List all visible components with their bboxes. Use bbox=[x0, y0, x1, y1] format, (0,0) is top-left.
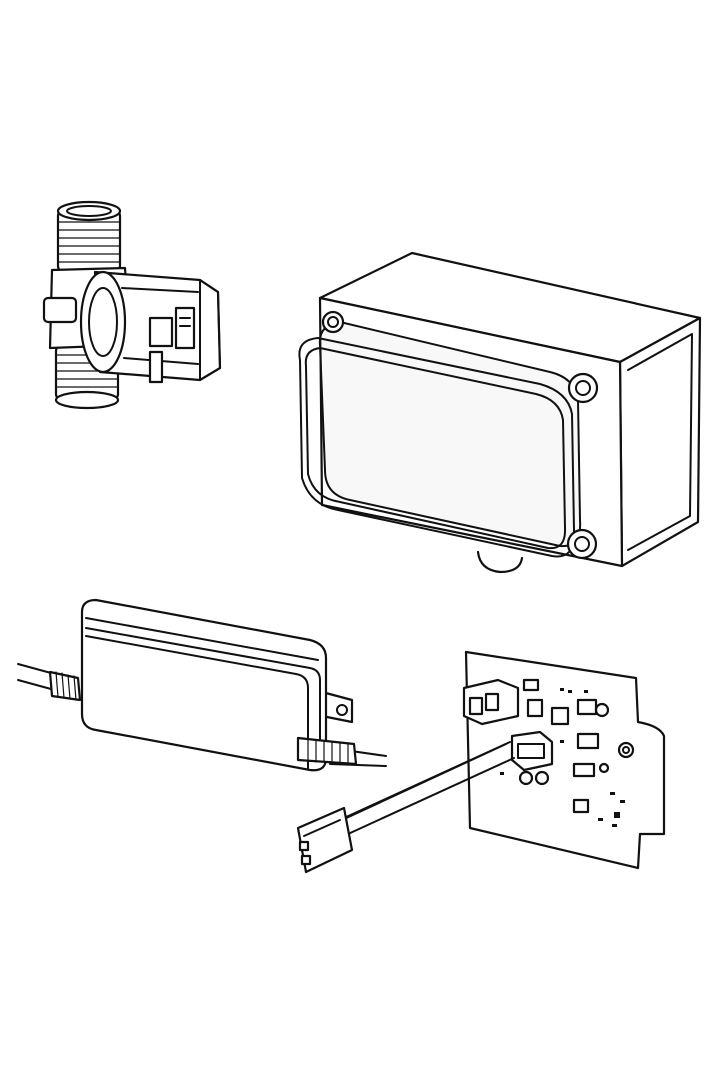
valve-coil bbox=[79, 270, 222, 384]
valve-top-thread bbox=[56, 200, 122, 274]
lid-screw-top bbox=[567, 372, 599, 404]
junction-box bbox=[298, 251, 702, 574]
circuit-board bbox=[296, 650, 666, 874]
lid-screw-bottom bbox=[566, 528, 598, 560]
terminal-block bbox=[462, 678, 520, 726]
lid-screw-left bbox=[321, 310, 345, 334]
board-connector bbox=[510, 730, 554, 772]
cable-plug bbox=[296, 806, 354, 874]
solenoid-valve bbox=[42, 200, 222, 410]
power-supply bbox=[17, 598, 387, 772]
